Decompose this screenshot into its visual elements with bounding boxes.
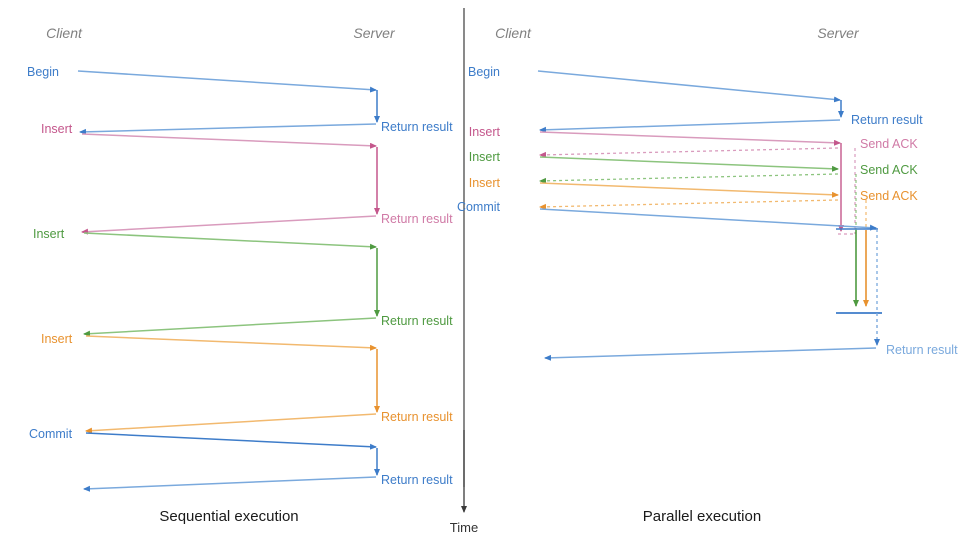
response-arrow-commit xyxy=(83,476,377,492)
response-arrow-begin-parallel xyxy=(539,119,841,133)
right-label-insert-2: Insert xyxy=(469,150,501,164)
right-label-ack-3: Send ACK xyxy=(860,189,918,203)
right-label-return-1: Return result xyxy=(851,113,923,127)
response-arrow-insert-2 xyxy=(83,317,377,337)
right-panel-caption: Parallel execution xyxy=(643,508,761,525)
right-txn-insert-2: Insert Send ACK xyxy=(469,150,918,307)
ack-arrow-pink xyxy=(539,147,839,158)
left-label-return-3: Return result xyxy=(381,314,453,328)
left-label-insert-2: Insert xyxy=(33,227,65,241)
left-txn-insert-2: Insert Return result xyxy=(33,227,453,337)
left-label-return-1: Return result xyxy=(381,120,453,134)
left-txn-insert-1: Insert Return result xyxy=(41,122,453,235)
left-label-return-2: Return result xyxy=(381,212,453,226)
time-axis-label: Time xyxy=(450,520,478,535)
request-arrow-insert-3 xyxy=(85,335,377,351)
right-label-commit: Commit xyxy=(457,200,501,214)
left-label-return-5: Return result xyxy=(381,473,453,487)
left-label-return-4: Return result xyxy=(381,410,453,424)
request-arrow-begin xyxy=(77,70,377,93)
right-txn-commit: Commit Return result xyxy=(457,200,958,361)
request-arrow-insert-2 xyxy=(83,232,377,250)
left-actor-server: Server xyxy=(353,25,396,41)
left-panel: Client Server Begin Return result Insert… xyxy=(27,25,453,525)
left-txn-begin: Begin Return result xyxy=(27,65,453,135)
response-arrow-insert-1 xyxy=(81,215,377,235)
right-actor-server: Server xyxy=(817,25,860,41)
right-txn-begin: Begin Return result xyxy=(468,65,923,133)
left-txn-commit: Commit Return result xyxy=(29,427,453,492)
response-arrow-insert-3 xyxy=(85,413,377,434)
ack-arrow-green xyxy=(539,173,839,184)
request-arrow-begin-parallel xyxy=(537,70,841,103)
response-arrow-commit-parallel xyxy=(544,347,877,361)
request-arrow-insert-3-parallel xyxy=(539,182,839,198)
left-panel-caption: Sequential execution xyxy=(159,508,298,525)
right-label-return-2: Return result xyxy=(886,343,958,357)
right-actor-client: Client xyxy=(495,25,532,41)
request-arrow-commit xyxy=(85,432,377,450)
right-label-insert-3: Insert xyxy=(469,176,501,190)
request-arrow-insert-1-parallel xyxy=(539,131,841,146)
right-label-begin: Begin xyxy=(468,65,500,79)
request-arrow-insert-2-parallel xyxy=(539,156,839,172)
right-txn-insert-3: Insert Send ACK xyxy=(469,176,918,307)
right-panel: Client Server Begin Return result Insert… xyxy=(457,25,958,525)
left-txn-insert-3: Insert Return result xyxy=(41,332,453,434)
right-label-ack-1: Send ACK xyxy=(860,137,918,151)
request-arrow-commit-parallel xyxy=(539,208,877,231)
left-label-begin: Begin xyxy=(27,65,59,79)
right-label-insert-1: Insert xyxy=(469,125,501,139)
right-label-ack-2: Send ACK xyxy=(860,163,918,177)
response-arrow-begin xyxy=(79,123,377,135)
left-label-insert-3: Insert xyxy=(41,332,73,346)
ack-arrow-orange xyxy=(539,199,839,210)
request-arrow-insert-1 xyxy=(81,133,377,149)
right-txn-insert-1: Insert Send ACK xyxy=(469,125,918,235)
left-label-commit: Commit xyxy=(29,427,73,441)
left-actor-client: Client xyxy=(46,25,83,41)
left-label-insert-1: Insert xyxy=(41,122,73,136)
